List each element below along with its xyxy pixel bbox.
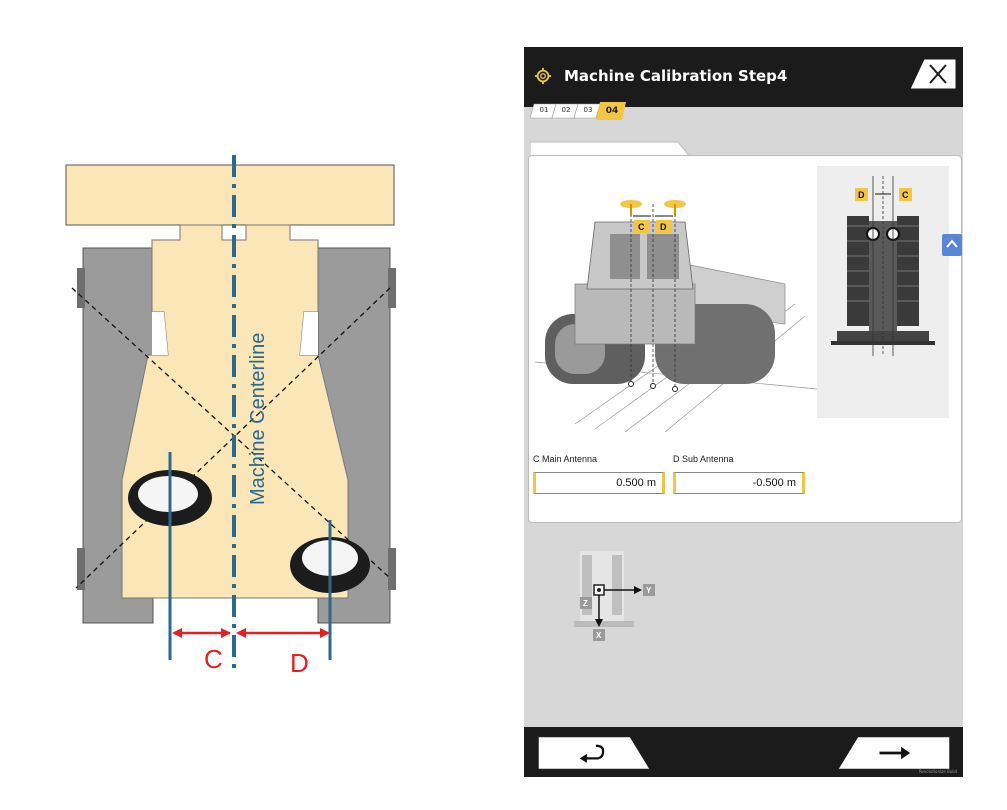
main-antenna-label: C Main Antenna bbox=[533, 454, 598, 464]
watermark: Revolutionize Build bbox=[918, 769, 957, 774]
sub-antenna-label: D Sub Antenna bbox=[673, 454, 734, 464]
axis-z-label: Z bbox=[583, 599, 588, 608]
main-antenna-input[interactable]: 0.500 m bbox=[533, 472, 665, 494]
next-button[interactable] bbox=[828, 735, 958, 771]
label-d: D bbox=[290, 648, 309, 678]
thumbnail-label-c: C bbox=[902, 190, 909, 200]
back-button[interactable] bbox=[530, 735, 660, 771]
machine-rear-illustration: C D bbox=[535, 200, 817, 432]
expand-icon bbox=[946, 239, 958, 248]
right-arrow-icon bbox=[879, 746, 911, 760]
step-03: 03 bbox=[583, 106, 593, 114]
thumbnail-label-d: D bbox=[858, 190, 865, 200]
antenna-icon bbox=[620, 200, 686, 216]
gear-icon bbox=[534, 67, 552, 85]
antenna-layout-diagram: Machine Centerline C D bbox=[65, 155, 396, 678]
machine-top-thumbnail: D C bbox=[817, 166, 949, 418]
blade bbox=[65, 164, 395, 226]
side-panel-tab[interactable] bbox=[942, 234, 962, 256]
footer-bar: Revolutionize Build bbox=[524, 727, 963, 777]
centerline-label: Machine Centerline bbox=[247, 333, 269, 505]
c-dimension-arrow bbox=[172, 628, 231, 638]
close-icon bbox=[929, 64, 947, 84]
label-c: C bbox=[204, 644, 223, 674]
axis-x-label: X bbox=[596, 631, 602, 640]
illustration-label-c: C bbox=[638, 222, 645, 232]
step-01: 01 bbox=[539, 106, 549, 114]
step-02: 02 bbox=[561, 106, 571, 114]
page-title: Machine Calibration Step4 bbox=[564, 67, 788, 85]
illustration-label-d: D bbox=[660, 222, 667, 232]
axis-diagram: Y X Z bbox=[574, 551, 655, 641]
d-dimension-arrow bbox=[236, 628, 330, 638]
step-04-active: 04 bbox=[605, 106, 619, 116]
device-screen: Machine Calibration Step4 01 02 03 04 bbox=[524, 47, 963, 777]
sub-antenna-input[interactable]: -0.500 m bbox=[673, 472, 805, 494]
header-bar: Machine Calibration Step4 bbox=[524, 47, 963, 107]
calibration-card: C D bbox=[528, 155, 962, 523]
axis-y-label: Y bbox=[646, 586, 652, 595]
return-arrow-icon bbox=[583, 744, 605, 760]
close-button[interactable] bbox=[908, 57, 958, 91]
